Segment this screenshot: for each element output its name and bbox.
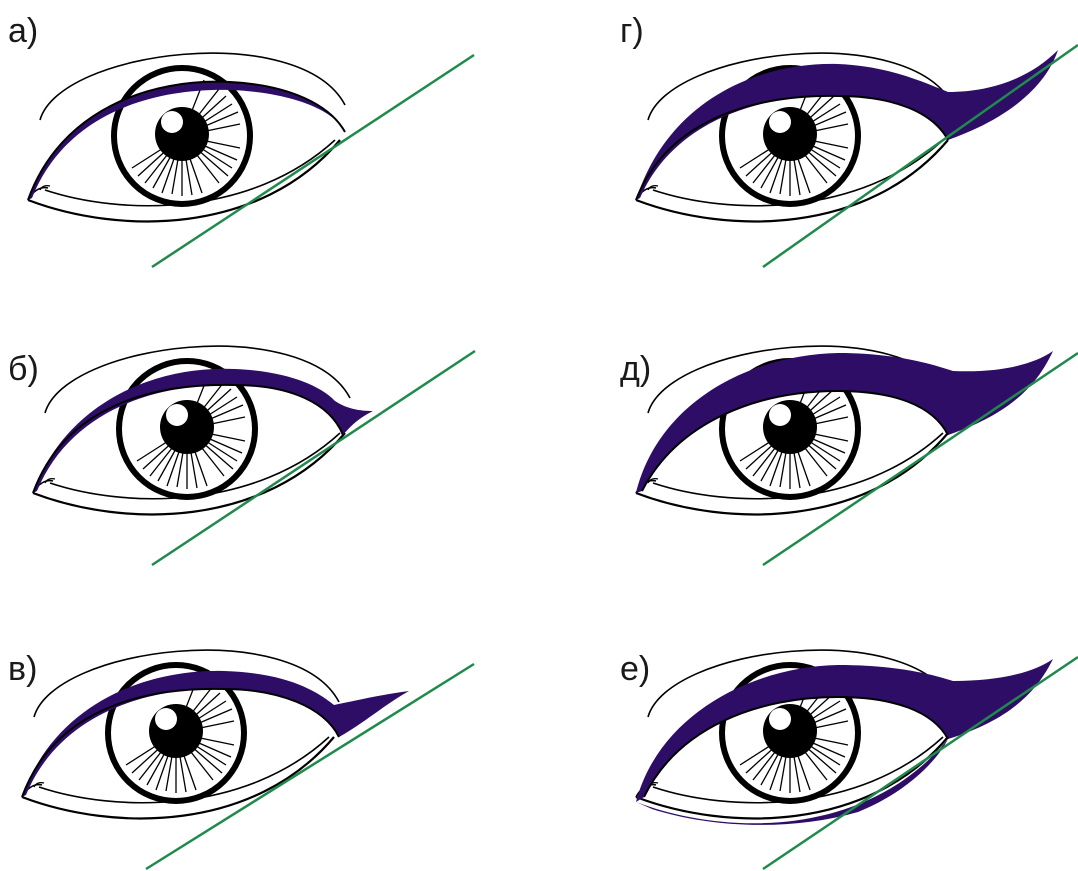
eyeliner-shape bbox=[636, 659, 1053, 802]
panel-label-c: в) bbox=[8, 650, 37, 688]
panel-label-d: г) bbox=[620, 12, 644, 50]
panel-d: г) bbox=[620, 12, 1078, 269]
lower-eyeliner-shape bbox=[636, 739, 948, 825]
eyeliner-shape bbox=[636, 50, 1058, 200]
panel-b: б) bbox=[8, 346, 476, 567]
panel-label-a: а) bbox=[8, 12, 38, 50]
eyeliner-shape bbox=[22, 670, 409, 797]
panel-a: а) bbox=[8, 12, 475, 269]
panel-c: в) bbox=[8, 650, 475, 871]
guide-line bbox=[762, 43, 1078, 269]
guide-line bbox=[145, 662, 475, 871]
panel-e: д) bbox=[620, 346, 1078, 567]
eyeliner-shape bbox=[28, 81, 345, 200]
eyeliner-shape bbox=[33, 368, 373, 493]
guide-line bbox=[151, 349, 476, 567]
eye-drawing bbox=[28, 53, 345, 221]
panel-label-e: д) bbox=[620, 350, 651, 388]
panel-label-b: б) bbox=[8, 350, 39, 388]
eyeliner-shape bbox=[636, 351, 1053, 493]
guide-line bbox=[762, 655, 1078, 871]
guide-line bbox=[762, 351, 1078, 567]
panel-label-f: е) bbox=[620, 650, 650, 688]
guide-line bbox=[151, 53, 475, 269]
panel-f: е) bbox=[620, 650, 1078, 871]
